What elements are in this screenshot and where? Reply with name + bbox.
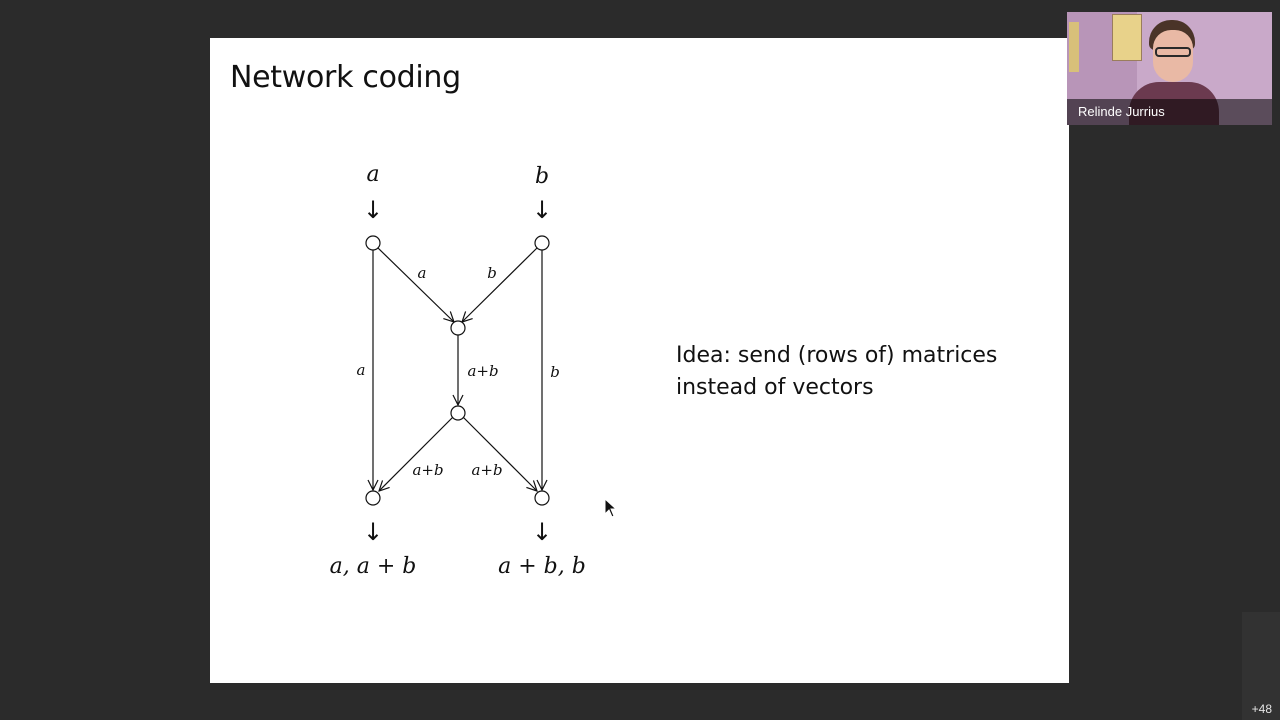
node-middle-bottom [450,405,466,421]
input-label-right: b [535,164,549,189]
presentation-slide: Network coding a b ↓ ↓ a b a a+b b [210,38,1069,683]
edge-left-diag [377,247,454,322]
mouse-pointer-icon [604,498,618,518]
output-label-left: a, a + b [330,554,417,579]
output-arrow-right: ↓ [532,518,552,546]
edge-bottom-left [379,416,454,491]
speaker-video-tile[interactable]: Relinde Jurrius [1067,12,1272,125]
edge-label-left-vertical: a [357,361,366,379]
node-source-left [365,235,381,251]
network-coding-diagram: a b ↓ ↓ a b a a+b b a+b a+b ↓ ↓ a, a + b… [330,162,586,579]
edge-label-left-diag: a [418,264,427,282]
input-arrow-right: ↓ [532,196,552,224]
participant-name-bar: Relinde Jurrius [1067,99,1272,125]
idea-line-2: instead of vectors [676,375,874,400]
more-participants-count: +48 [1251,702,1272,716]
node-sink-right [534,490,550,506]
edge-bottom-right [462,416,537,491]
input-arrow-left: ↓ [363,196,383,224]
idea-text: Idea: send (rows of) matrices instead of… [676,340,1036,404]
input-label-left: a [366,162,379,187]
node-sink-left [365,490,381,506]
node-source-right [534,235,550,251]
output-label-right: a + b, b [498,554,586,579]
more-participants-panel[interactable]: +48 [1242,612,1280,720]
video-background-poster [1112,14,1142,61]
edge-label-bottom-right: a+b [471,461,502,479]
output-arrow-left: ↓ [363,518,383,546]
participant-name: Relinde Jurrius [1078,104,1165,119]
node-middle-top [450,320,466,336]
edge-label-middle: a+b [467,362,498,380]
edge-label-bottom-left: a+b [412,461,443,479]
edge-right-diag [462,247,538,322]
edge-label-right-diag: b [487,264,497,282]
edge-label-right-vertical: b [550,363,560,381]
video-background-object [1069,22,1079,72]
speaker-glasses [1155,47,1191,57]
idea-line-1: Idea: send (rows of) matrices [676,343,998,368]
slide-title: Network coding [230,60,461,95]
